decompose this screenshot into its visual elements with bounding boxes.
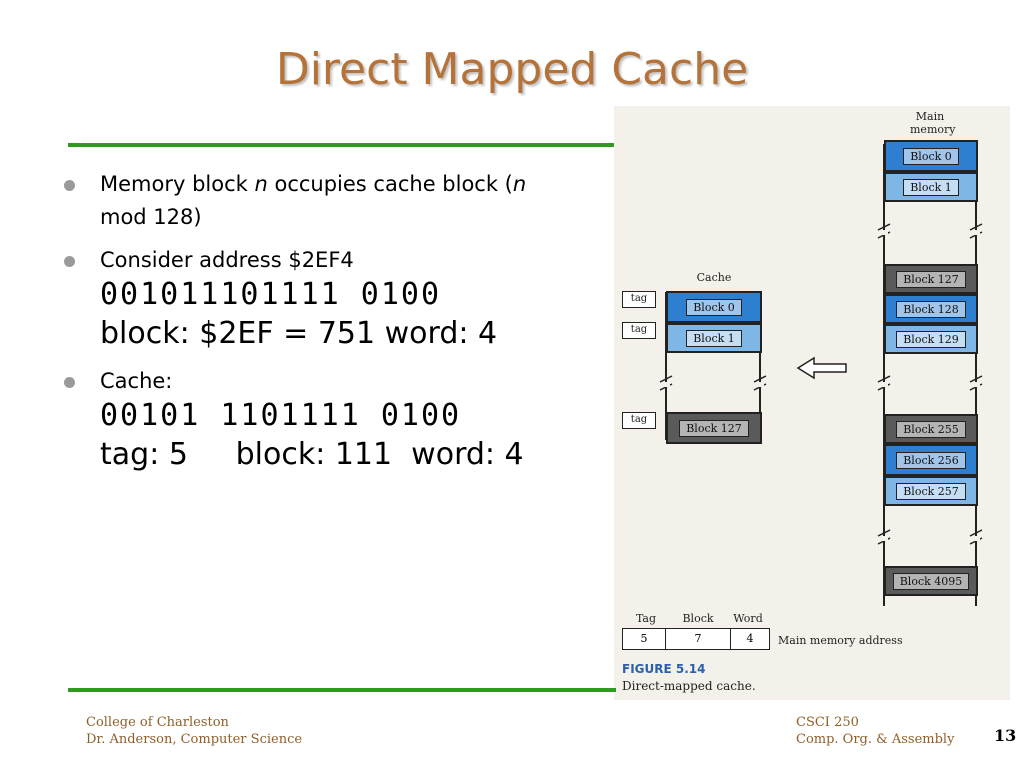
left-arrow-icon [796, 356, 847, 380]
memory-block-4095: Block 4095 [884, 566, 978, 596]
address-header-tag: Tag [635, 612, 657, 625]
cache-block-127: Block 127 [666, 412, 762, 444]
cache-block-0: Block 0 [666, 291, 762, 323]
block-label: Block 127 [679, 419, 749, 437]
address-result: block: $2EF = 751 word: 4 [100, 316, 498, 351]
memory-block-129: Block 129 [884, 324, 978, 354]
bottom-divider [68, 688, 616, 692]
bullet-item-3: Cache: 00101 1101111 0100 tag: 5 block: … [60, 365, 600, 476]
bullet-item-2: Consider address $2EF4 001011101111 0100… [60, 244, 600, 355]
address-word-cell: 4 [730, 628, 770, 650]
block-label: Block 257 [896, 482, 966, 500]
cache-result: tag: 5 block: 111 word: 4 [100, 437, 524, 472]
figure-caption-number: FIGURE 5.14 [622, 662, 706, 676]
variable-n: n [512, 172, 527, 196]
block-label: Block 129 [896, 330, 966, 348]
figure-caption-text: Direct-mapped cache. [622, 679, 756, 693]
cache-label: Cache [696, 271, 732, 284]
memory-block-257: Block 257 [884, 476, 978, 506]
address-header-word: Word [733, 612, 763, 625]
bullet-text-part: Memory block [100, 172, 255, 196]
bullet-text-part: mod 128) [100, 205, 202, 229]
footer-right: CSCI 250 Comp. Org. & Assembly [796, 714, 954, 748]
footer-college: College of Charleston [86, 715, 229, 730]
footer-author: Dr. Anderson, Computer Science [86, 732, 303, 747]
address-binary: 001011101111 0100 [100, 277, 442, 312]
bullet-dot-icon [64, 377, 75, 388]
block-label: Block 128 [896, 300, 966, 318]
block-label: Block 127 [896, 270, 966, 288]
main-memory-address-label: Main memory address [778, 634, 903, 647]
block-label: Block 0 [903, 147, 959, 165]
memory-block-1: Block 1 [884, 172, 978, 202]
memory-block-255: Block 255 [884, 414, 978, 444]
bullet-dot-icon [64, 256, 75, 267]
block-label: Block 1 [903, 178, 959, 196]
cache-block-1: Block 1 [666, 323, 762, 353]
footer-left: College of Charleston Dr. Anderson, Comp… [86, 714, 302, 748]
block-label: Block 1 [686, 329, 742, 347]
page-number: 13 [994, 726, 1017, 745]
bullet-text-3: Cache: [100, 369, 173, 393]
footer-course-name: Comp. Org. & Assembly [796, 732, 955, 747]
break-marks-cache [659, 375, 767, 391]
figure-lines [659, 144, 983, 606]
memory-block-256: Block 256 [884, 444, 978, 476]
cache-binary: 00101 1101111 0100 [100, 398, 462, 433]
bullet-dot-icon [64, 180, 75, 191]
memory-block-0: Block 0 [884, 140, 978, 172]
bullet-item-1: Memory block n occupies cache block (n mo… [60, 168, 600, 234]
block-label: Block 0 [686, 298, 742, 316]
memory-block-127: Block 127 [884, 264, 978, 294]
break-marks-memory-2 [877, 375, 983, 391]
tag-box: tag [622, 291, 656, 308]
top-divider [68, 143, 616, 147]
break-marks-memory-3 [877, 529, 983, 545]
footer-course: CSCI 250 [796, 715, 859, 730]
bullet-text-1: Memory block n occupies cache block (n mo… [100, 168, 600, 234]
tag-box: tag [622, 412, 656, 429]
block-label: Block 255 [896, 420, 966, 438]
bullet-text-2: Consider address $2EF4 [100, 248, 354, 272]
address-block-cell: 7 [665, 628, 731, 650]
block-label: Block 256 [896, 451, 966, 469]
memory-block-128: Block 128 [884, 294, 978, 324]
tag-box: tag [622, 322, 656, 339]
block-label: Block 4095 [892, 572, 970, 590]
bullet-text-part: occupies cache block ( [267, 172, 513, 196]
variable-n: n [254, 172, 268, 196]
bullet-list: Memory block n occupies cache block (n mo… [60, 168, 600, 476]
address-tag-cell: 5 [622, 628, 666, 650]
address-header-block: Block [682, 612, 714, 625]
slide-title: Direct Mapped Cache [275, 44, 749, 95]
break-marks-memory-1 [877, 223, 983, 239]
